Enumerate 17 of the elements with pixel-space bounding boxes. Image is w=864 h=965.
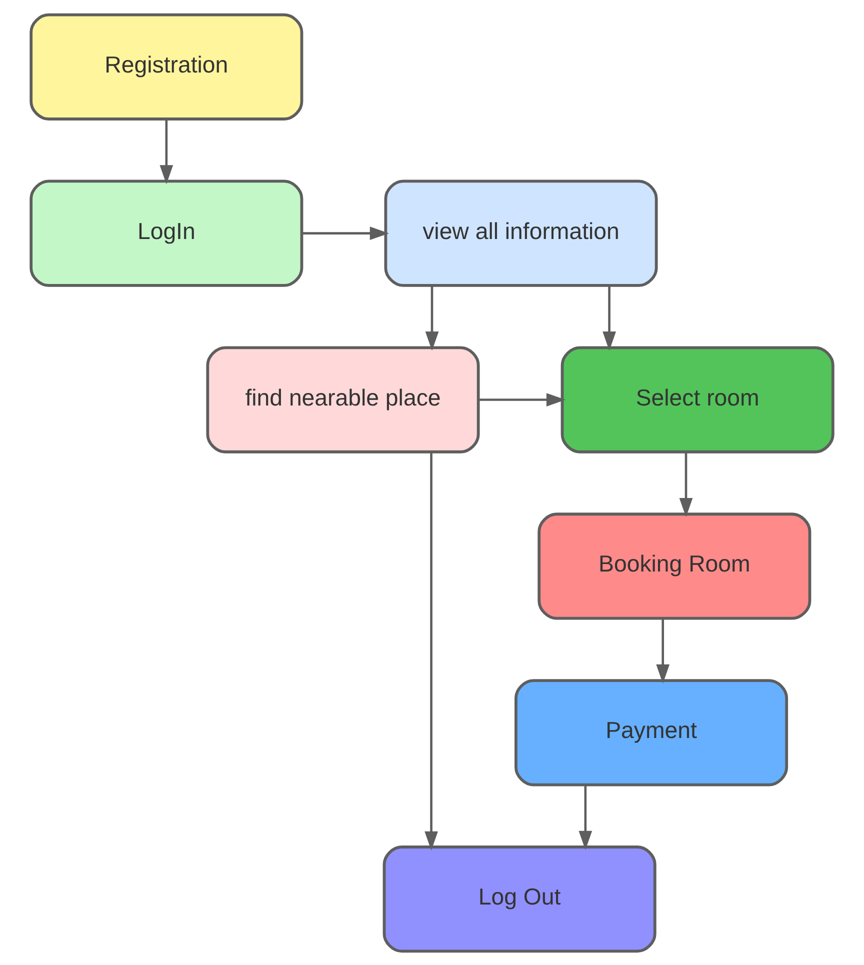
arrow [302,226,390,240]
arrow [656,618,670,684]
arrow [602,285,616,350]
arrow [578,784,592,850]
node-box: Select room [560,346,834,453]
node-box: LogIn [30,179,304,286]
arrow [425,285,439,350]
node-box: Booking Room [538,512,812,620]
node-box: Registration [30,12,304,120]
node-box: find nearable place [206,346,480,453]
arrow [679,451,693,517]
arrow [424,452,438,850]
node-box: view all information [384,179,658,286]
arrow [478,392,566,406]
node-box: Log Out [382,845,656,952]
arrow [160,118,174,184]
node-box: Payment [514,678,788,786]
